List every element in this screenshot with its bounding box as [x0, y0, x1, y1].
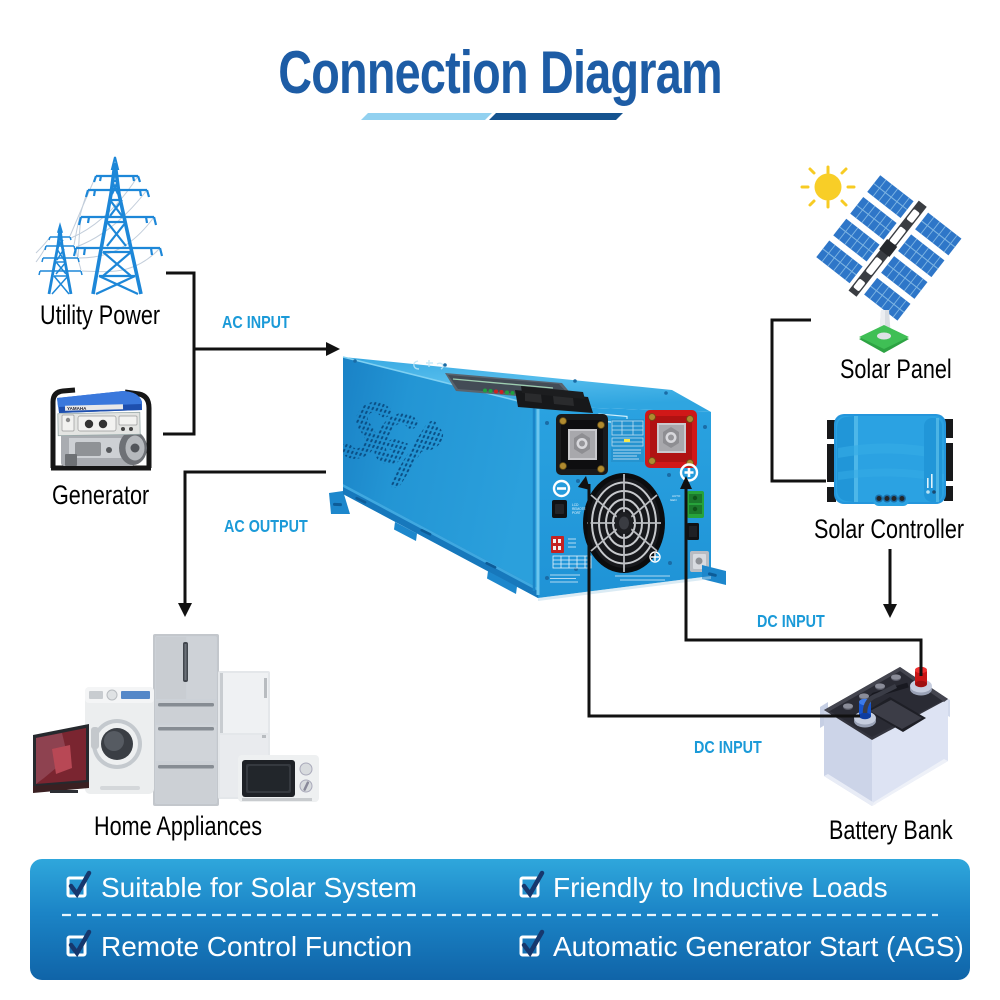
- svg-text:REMOTE: REMOTE: [572, 507, 586, 511]
- svg-text:Remote Control Function: Remote Control Function: [101, 931, 412, 962]
- svg-text:AUTO: AUTO: [672, 494, 681, 498]
- svg-text:Friendly to Inductive Loads: Friendly to Inductive Loads: [553, 872, 888, 903]
- svg-text:GEN: GEN: [670, 498, 677, 502]
- svg-text:YAMAHA: YAMAHA: [67, 406, 87, 411]
- svg-text:Automatic Generator Start (AGS: Automatic Generator Start (AGS): [553, 931, 964, 962]
- svg-text:LCD: LCD: [572, 503, 579, 507]
- svg-text:Suitable for Solar System: Suitable for Solar System: [101, 872, 417, 903]
- svg-text:PORT: PORT: [572, 511, 581, 515]
